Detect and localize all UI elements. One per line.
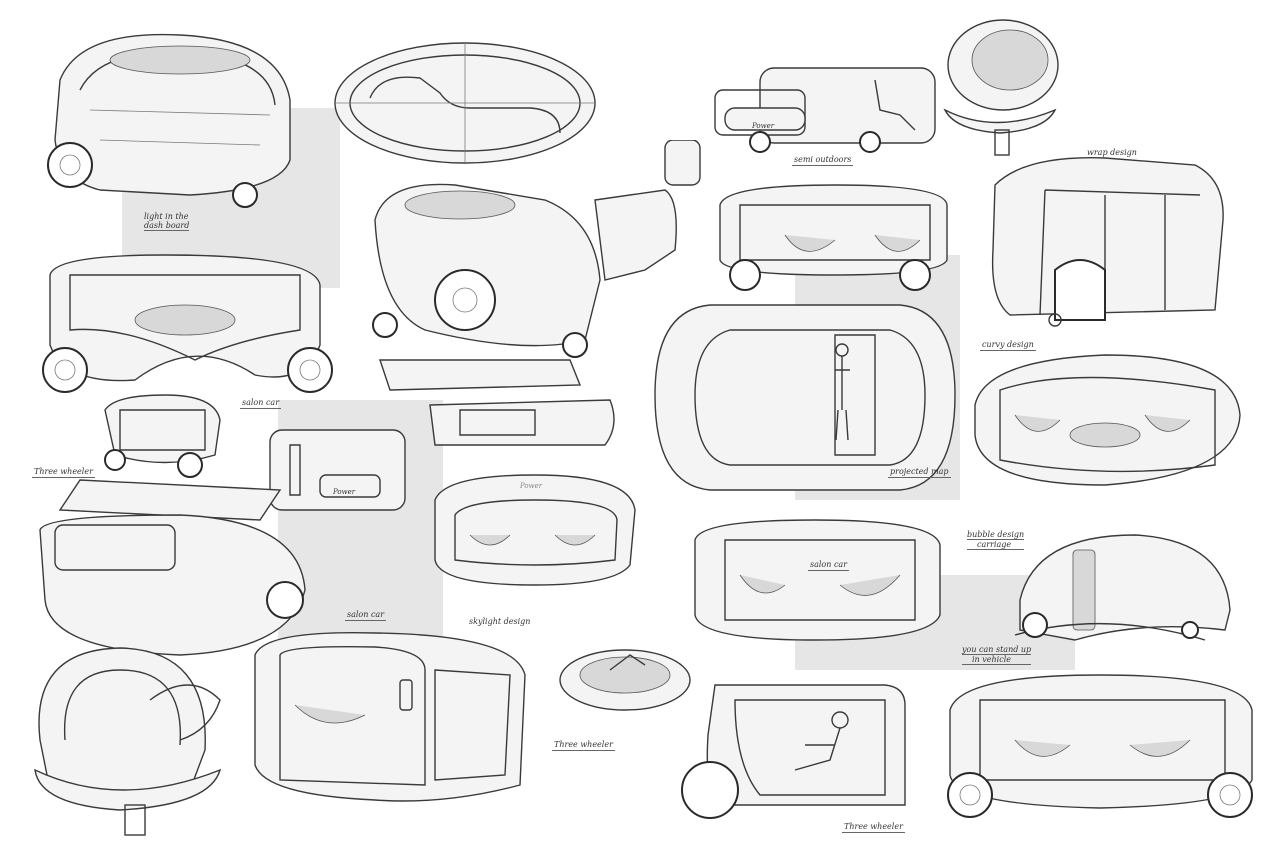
annotation-line: light in the [144, 212, 189, 221]
annotation-wrap-design: wrap design [1087, 148, 1137, 157]
annotation-three-wheeler-left: Three wheeler [32, 467, 95, 478]
annotation-curvy-design: curvy design [980, 340, 1036, 351]
bubble-carriage-sketch [1014, 534, 1231, 641]
annotation-salon-car-top: salon car [240, 398, 282, 409]
annotation-line: carriage [967, 540, 1025, 550]
salon-car-sketch-bottom-right [947, 674, 1253, 818]
semi-outdoor-sketch [714, 67, 936, 153]
low-platform-sketch [379, 359, 615, 446]
table-cart-sketch [39, 479, 306, 656]
annotation-salon-car-bottom: salon car [345, 610, 387, 621]
power-plate-label: Power [520, 482, 543, 490]
salon-car-sketch-middle [694, 519, 941, 641]
annotation-three-wheeler-mid: Three wheeler [552, 740, 615, 751]
annotation-line: dash board [144, 221, 190, 231]
small-three-wheeler-sketch [104, 394, 221, 478]
power-box-sketch [269, 429, 406, 511]
annotation-skylight-design: skylight design [469, 617, 531, 626]
curvy-pod-sketch-left [42, 254, 333, 393]
disc-three-wheeler-sketch [559, 649, 691, 711]
annotation-three-wheeler-bottom: Three wheeler [842, 822, 905, 833]
salon-car-sketch-bottom [254, 631, 526, 802]
annotation-line: in vehicle [962, 655, 1032, 665]
seat-sketch-bottom-left [34, 647, 222, 836]
pod-sketch-top-left [47, 33, 291, 208]
annotation-salon-car-mid: salon car [808, 560, 850, 571]
seat-sketch-top-right [943, 19, 1059, 156]
power-plate-label: Power [333, 488, 356, 496]
oval-topview-sketch [334, 42, 596, 164]
annotation-line: bubble design [967, 530, 1025, 540]
side-pod-sketch [719, 184, 948, 291]
pod-sketch-center [372, 140, 701, 358]
annotation-line: you can stand up [962, 645, 1032, 655]
annotation-semi-outdoors: semi outdoors [792, 155, 854, 166]
annotation-stand-up: you can stand up in vehicle [960, 645, 1033, 666]
power-plate-label: Power [752, 122, 775, 130]
donut-cabin-sketch [434, 474, 636, 586]
seated-person-box-sketch [681, 684, 906, 819]
annotation-bubble-design: bubble design carriage [965, 530, 1026, 551]
annotation-light-in-dashboard: light in the dash board [142, 212, 191, 232]
curvy-design-sketch [974, 354, 1241, 486]
capsule-projected-map-sketch [654, 304, 956, 491]
annotation-projected-map: projected map [888, 467, 951, 478]
wrap-design-sketch [991, 157, 1224, 327]
